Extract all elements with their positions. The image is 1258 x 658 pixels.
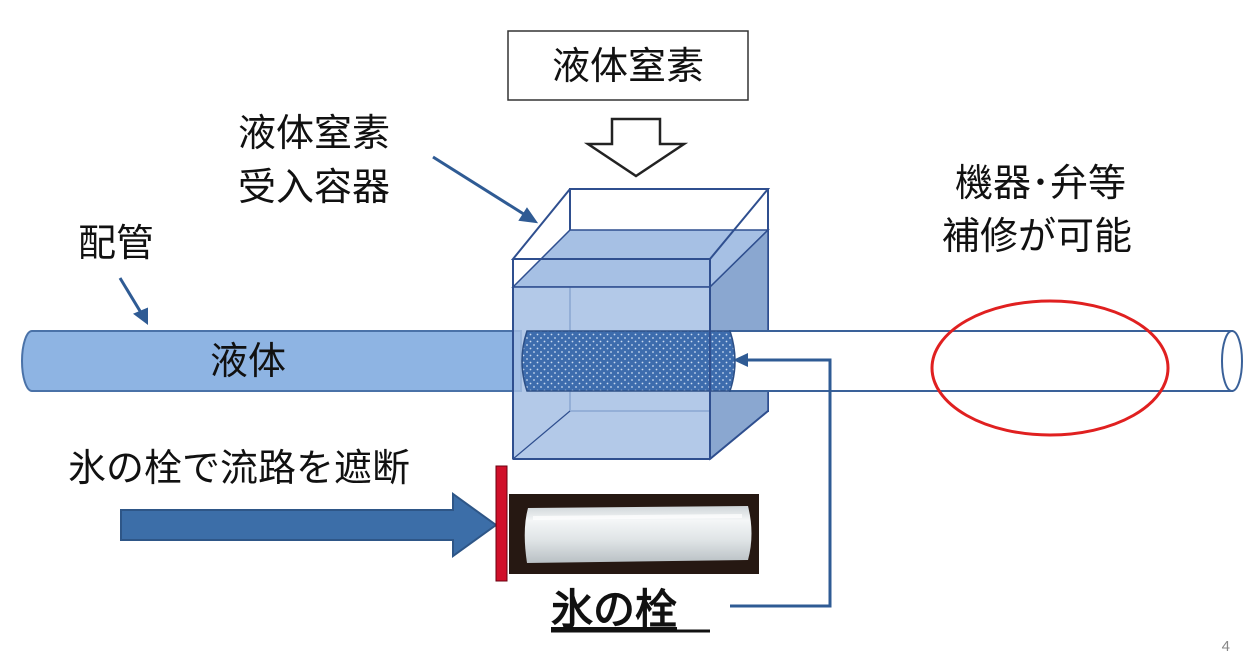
pipe-liquid-section [21,330,522,392]
ice-plug-label: 氷の栓 [551,585,677,634]
repair-label-line2: 補修が可能 [942,214,1132,258]
container-pointer-arrow-icon [518,207,539,224]
pipe-end-opening [1221,330,1243,392]
repair-label-line1: 機器･弁等 [955,161,1126,205]
block-bar [495,465,508,582]
container-label-line1: 液体窒素 [238,111,390,155]
repair-area-ellipse [930,299,1170,437]
frozen-section [521,330,736,392]
pipe-label: 配管 [78,221,154,265]
page-number: 4 [1222,638,1230,655]
ice-plug-photo-highlight [532,514,743,520]
container-top-rim [510,188,771,260]
pour-down-arrow-icon [583,117,689,178]
block-flow-label: 氷の栓で流路を遮断 [68,446,410,490]
container-label-line2: 受入容器 [238,165,390,209]
container-edge-bottom-right [709,410,769,460]
ice-plug-photo-ice [524,506,752,563]
flow-block-arrow-icon [120,492,498,558]
ice-plug-pointer-arrow-icon [733,353,748,367]
container-edge-hidden [512,410,571,460]
container-pointer-line [432,155,531,220]
liquid-label: 液体 [210,339,286,383]
ln2-box-label: 液体窒素 [552,44,704,88]
pipe-pointer-line [118,277,145,317]
ice-plug-pointer-line [730,358,832,608]
pipe-pointer-arrow-icon [133,307,148,325]
ln2-box [507,30,749,101]
